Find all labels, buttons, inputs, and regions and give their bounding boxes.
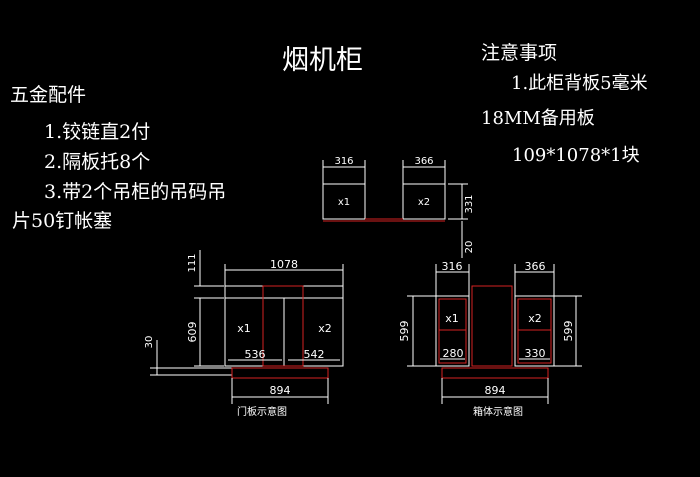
top-view-label-right: x2 bbox=[418, 197, 430, 208]
note-line-2: 18MM备用板 bbox=[481, 108, 595, 129]
cabinet-view-dim-base: 894 bbox=[485, 384, 506, 397]
door-view-top-rail bbox=[224, 285, 344, 299]
hardware-heading: 五金配件 bbox=[10, 84, 87, 106]
cabinet-view-dim-left-height: 599 bbox=[398, 321, 411, 342]
door-view-dim-top-offset: 111 bbox=[187, 253, 198, 272]
hardware-item-2: 2.隔板托8个 bbox=[44, 151, 151, 173]
cabinet-view-box-right bbox=[514, 295, 555, 367]
cabinet-view-base bbox=[441, 367, 549, 379]
cabinet-view-dim-right-inner: 330 bbox=[525, 347, 546, 360]
door-view-dim-height: 609 bbox=[186, 322, 199, 343]
cabinet-view-label-right: x2 bbox=[528, 312, 542, 325]
cabinet-view-dim-right-height: 599 bbox=[562, 321, 575, 342]
cabinet-view: 316 366 x1 x2 280 330 599 599 894 bbox=[398, 260, 582, 418]
hardware-item-4: 片50钉帐塞 bbox=[12, 210, 113, 232]
top-view-dim-right: 366 bbox=[414, 156, 433, 167]
door-view-dim-top: 1078 bbox=[270, 258, 298, 271]
note-line-3: 109*1078*1块 bbox=[512, 145, 640, 166]
door-view: 1078 111 x1 x2 609 536 542 30 894 bbox=[144, 250, 344, 418]
cabinet-view-dim-right: 366 bbox=[525, 260, 546, 273]
top-view-box-right bbox=[402, 183, 446, 220]
cabinet-view-box-left bbox=[435, 295, 470, 367]
drawing-title: 烟机柜 bbox=[282, 45, 363, 76]
door-view-dim-right-door: 542 bbox=[304, 348, 325, 361]
top-view-label-left: x1 bbox=[338, 197, 350, 208]
top-view-dim-left: 316 bbox=[334, 156, 353, 167]
top-view-dim-gap: 20 bbox=[464, 241, 475, 254]
door-view-label-left: x1 bbox=[237, 322, 251, 335]
notes-heading: 注意事项 bbox=[481, 42, 558, 64]
door-view-hood-channel bbox=[262, 285, 304, 367]
door-view-caption: 门板示意图 bbox=[237, 405, 287, 418]
hardware-item-3: 3.带2个吊柜的吊码吊 bbox=[44, 181, 227, 203]
cabinet-view-inner-right bbox=[517, 298, 552, 364]
door-view-base bbox=[231, 367, 329, 379]
top-view: 316 366 x1 x2 331 20 bbox=[322, 156, 475, 258]
cabinet-view-dim-left-inner: 280 bbox=[443, 347, 464, 360]
cabinet-view-caption: 箱体示意图 bbox=[473, 405, 523, 418]
door-view-label-right: x2 bbox=[318, 322, 332, 335]
door-view-dim-base: 894 bbox=[270, 384, 291, 397]
cabinet-view-hood-channel bbox=[471, 285, 513, 367]
door-view-dim-left-door: 536 bbox=[245, 348, 266, 361]
hardware-item-1: 1.铰链直2付 bbox=[44, 121, 151, 143]
note-line-1: 1.此柜背板5毫米 bbox=[511, 73, 648, 94]
door-view-dim-side: 30 bbox=[144, 336, 155, 349]
top-view-dim-height: 331 bbox=[464, 194, 475, 213]
top-view-box-left bbox=[322, 183, 366, 220]
cabinet-view-inner-left bbox=[438, 298, 467, 364]
cabinet-view-label-left: x1 bbox=[445, 312, 459, 325]
cabinet-view-dim-left: 316 bbox=[442, 260, 463, 273]
